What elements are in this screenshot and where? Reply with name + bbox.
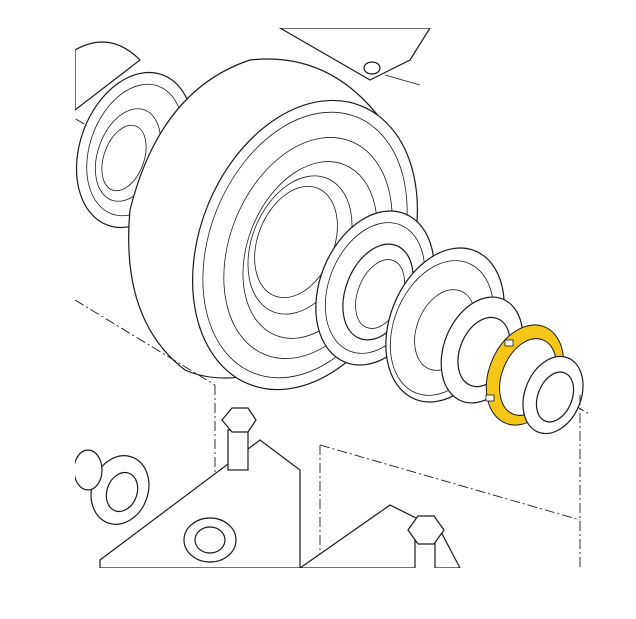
lower-right-bracket: [298, 504, 461, 568]
small-washer-left: [75, 449, 150, 525]
lower-left-bracket: [99, 407, 301, 568]
spacer-ring: [522, 355, 584, 435]
top-bracket: [278, 28, 431, 86]
